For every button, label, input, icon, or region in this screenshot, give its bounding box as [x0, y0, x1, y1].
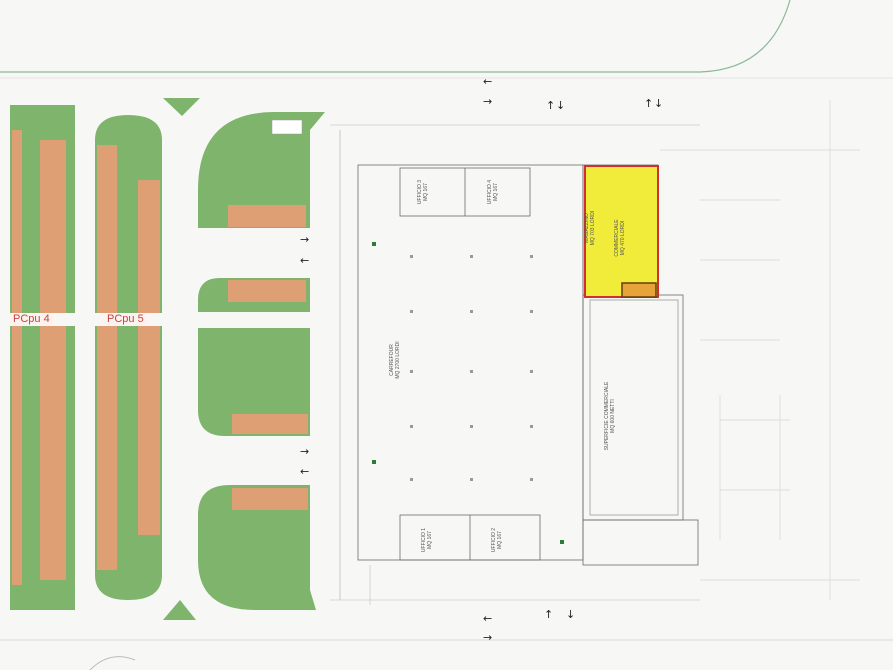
- arrow-right-icon: →: [300, 445, 310, 458]
- arrow-right-icon: →: [483, 95, 493, 108]
- arrow-up-icon: ↑: [546, 99, 556, 112]
- arrow-right-icon: →: [483, 631, 493, 644]
- arrow-up-icon: ↑: [644, 97, 654, 110]
- highlight-line2: MQ 703 LORDI: [590, 210, 596, 246]
- right-faint-plan: [660, 100, 860, 600]
- highlight-text-1: MAGAZZINO MQ 703 LORDI: [584, 198, 596, 258]
- room-ufficio-2: UFFICIO 2 MQ 167: [491, 525, 503, 555]
- arrow-down-icon: ↓: [654, 97, 664, 110]
- arrow-up-icon: ↑: [544, 608, 554, 621]
- ufficio1-line2: MQ 167: [427, 531, 433, 549]
- road-curve: [0, 0, 791, 73]
- columns: [372, 242, 564, 544]
- highlight-area: [584, 165, 659, 298]
- superficie-line2: MQ 600 NETTI: [610, 399, 616, 433]
- green-island-4: [198, 485, 316, 610]
- arrow-left-icon: ←: [300, 465, 310, 478]
- label-pcpu4: PCpu 4: [10, 313, 53, 325]
- green-island-2: [198, 278, 310, 312]
- arrow-left-icon: ←: [300, 254, 310, 267]
- ufficio2-line2: MQ 167: [497, 531, 503, 549]
- arrow-right-icon: →: [300, 233, 310, 246]
- carrefour-line2: MQ 2700 LORDI: [395, 341, 401, 379]
- green-island-1: [198, 112, 325, 228]
- arrow-down-icon: ↓: [566, 608, 576, 621]
- room-carrefour: CARREFOUR MQ 2700 LORDI: [389, 330, 401, 390]
- highlight-text-2: COMMERCIALE MQ 470 LORDI: [614, 208, 626, 268]
- ufficio4-line2: MQ 167: [493, 183, 499, 201]
- arrow-down-icon: ↓: [556, 99, 566, 112]
- green-island-3: [198, 328, 310, 436]
- label-pcpu5: PCpu 5: [104, 313, 147, 325]
- highlight-line4: MQ 470 LORDI: [620, 220, 626, 256]
- ufficio3-line2: MQ 167: [423, 183, 429, 201]
- room-ufficio-4: UFFICIO 4 MQ 167: [487, 177, 499, 207]
- arrow-left-icon: ←: [483, 612, 493, 625]
- room-superficie: SUPERFICIE COMMERCIALE MQ 600 NETTI: [604, 376, 616, 456]
- room-ufficio-1: UFFICIO 1 MQ 167: [421, 525, 433, 555]
- room-ufficio-3: UFFICIO 3 MQ 167: [417, 177, 429, 207]
- parking-pcpu4: [10, 105, 75, 610]
- parking-pcpu5: [95, 115, 163, 600]
- arrow-left-icon: ←: [483, 75, 493, 88]
